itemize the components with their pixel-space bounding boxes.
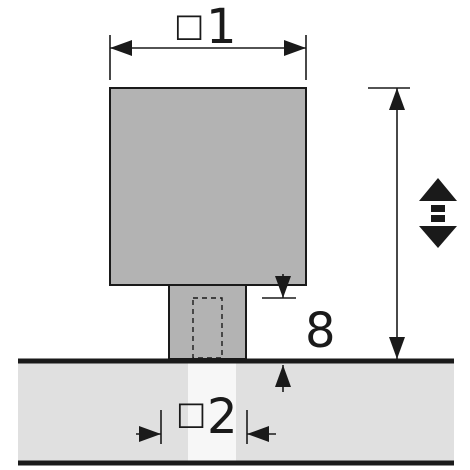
slot-width-value: 2 xyxy=(207,389,238,445)
stem-hidden-bore xyxy=(192,297,223,359)
arrowhead-left xyxy=(110,40,132,56)
gap-dimension: 8 xyxy=(262,274,336,392)
gap-value: 8 xyxy=(305,303,336,359)
rail xyxy=(18,358,454,466)
adjust-bar-bottom xyxy=(431,215,445,222)
double-arrow-up-down-icon xyxy=(419,178,457,248)
adjust-arrow-down xyxy=(419,226,457,248)
arrowhead-right xyxy=(284,40,306,56)
main-block xyxy=(109,87,307,286)
top-width-symbol: □ xyxy=(174,6,204,44)
adjust-arrow-up xyxy=(419,178,457,201)
gap-arrowhead-top xyxy=(275,276,291,298)
slot-arrowhead-left xyxy=(139,426,161,442)
slot-arrowhead-right xyxy=(247,426,269,442)
adjust-bar-top xyxy=(431,205,445,212)
height-dimension xyxy=(368,87,410,359)
gap-arrowhead-bottom xyxy=(275,365,291,387)
stem-body xyxy=(168,284,247,360)
arrowhead-bottom xyxy=(389,337,405,359)
slot-width-symbol: □ xyxy=(176,394,206,432)
top-width-value: 1 xyxy=(206,0,237,55)
arrowhead-top xyxy=(389,88,405,110)
slot-width-dimension: □ 2 xyxy=(136,389,276,445)
top-width-dimension: □ 1 xyxy=(109,0,307,80)
stem xyxy=(168,284,247,360)
rail-slot xyxy=(188,362,236,462)
